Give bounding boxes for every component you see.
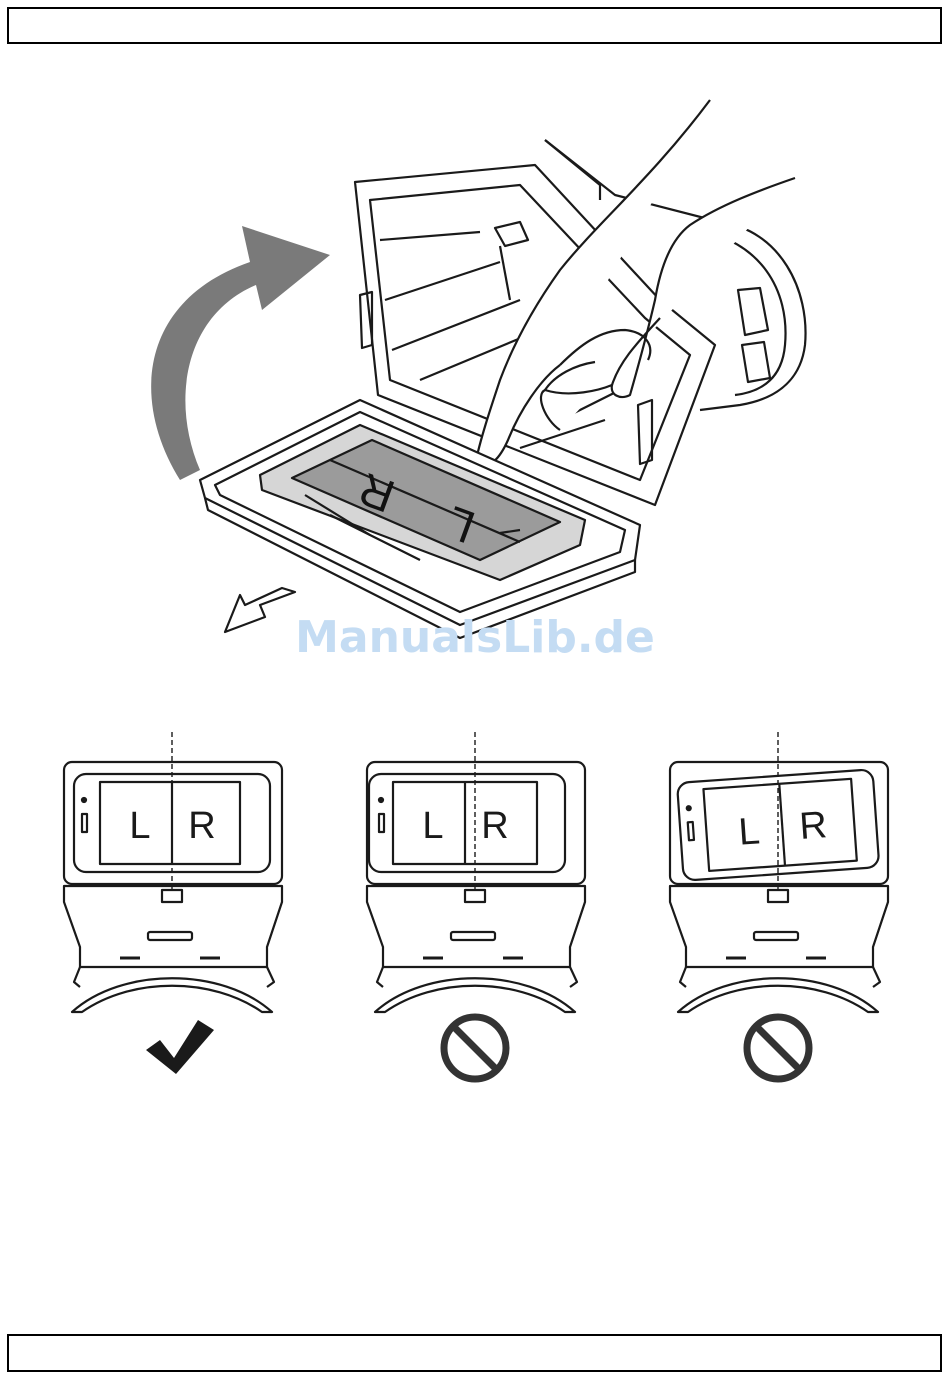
insert-phone-figure [151,100,805,638]
prohibited-icon [747,1017,809,1079]
example-2-right-label: R [481,805,508,847]
placement-example-3: L R [670,732,888,1079]
example-1-left-label: L [129,805,150,847]
placement-example-2: L R [367,732,585,1079]
placement-example-1: L R [64,732,282,1074]
example-3-left-label: L [737,810,761,853]
checkmark-icon [146,1020,214,1074]
example-1-right-label: R [188,805,215,847]
prohibited-icon [444,1017,506,1079]
example-2-left-label: L [422,805,443,847]
example-3-right-label: R [798,804,828,848]
watermark: ManualsLib.de [0,612,950,663]
